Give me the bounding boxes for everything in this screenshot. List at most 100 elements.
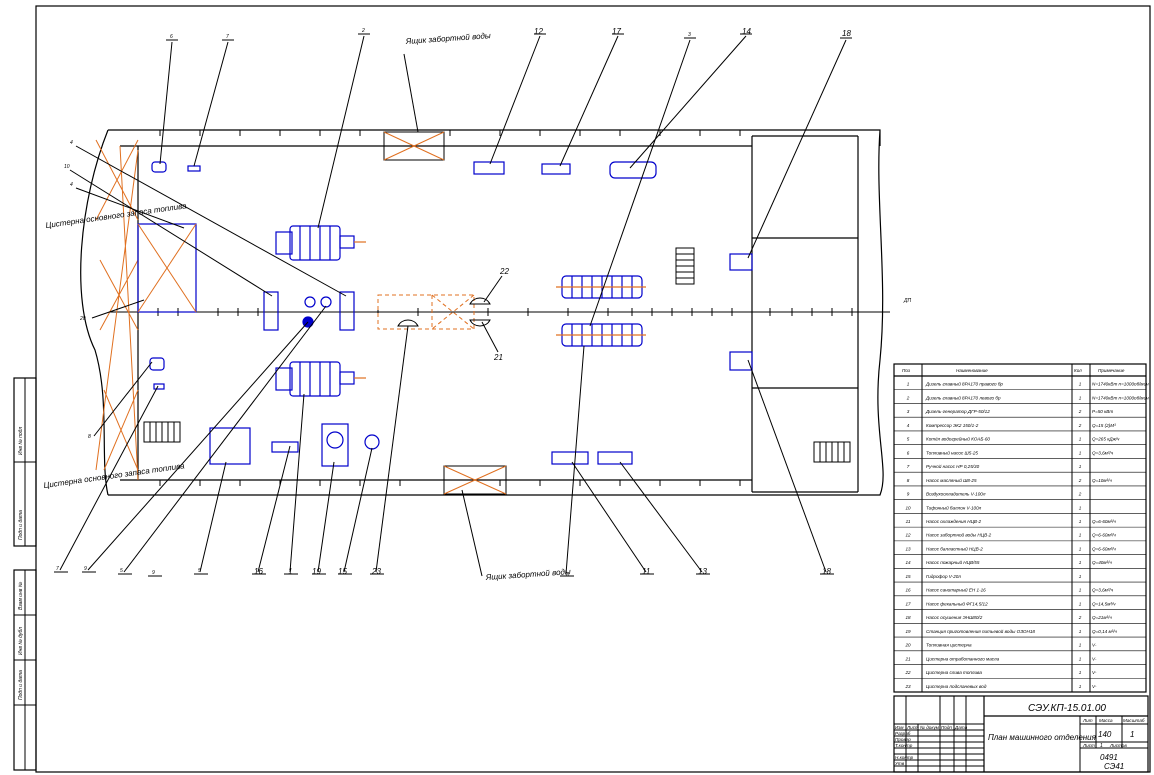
tb-razrab: Разраб bbox=[895, 731, 911, 736]
spec-cell: Q=6-60м³/ч bbox=[1092, 533, 1116, 538]
spec-cell: 1 bbox=[1079, 588, 1082, 593]
callout-bottom-9b: 9 bbox=[152, 570, 155, 576]
spec-cell: 2 bbox=[1078, 423, 1082, 428]
pumps-bottom-row bbox=[149, 351, 753, 467]
spec-cell: Насос осушения ЭНШ80/2 bbox=[926, 615, 983, 620]
spec-cell: N=1740кВт n=1000об/мин bbox=[1092, 395, 1149, 400]
spec-cell: 19 bbox=[905, 629, 911, 634]
callout-bottom-5: 5 bbox=[120, 568, 123, 574]
spec-header-name: Наименование bbox=[956, 368, 988, 373]
callout-top-18: 18 bbox=[842, 29, 851, 38]
tb-date: Дата bbox=[954, 725, 968, 730]
main-engine-1 bbox=[275, 361, 366, 397]
spec-cell: Дизель главный 8РА170 правого бр bbox=[925, 381, 1003, 387]
spec-cell: 1 bbox=[1079, 505, 1082, 510]
callout-left-10: 10 bbox=[64, 164, 70, 170]
side-stamp-strip: Инв № подл Подп и дата Взам инв № Инв № … bbox=[13, 377, 37, 771]
tb-lit: Лит bbox=[1082, 718, 1093, 723]
diesel-generator-3a bbox=[556, 275, 646, 299]
spec-cell: 20 bbox=[904, 643, 911, 648]
fuel-tank-20 bbox=[137, 223, 197, 313]
spec-cell: 2 bbox=[1078, 615, 1082, 620]
spec-cell: Q=265 кДж/ч bbox=[1092, 437, 1120, 442]
spec-cell: Q=14,5м³/ч bbox=[1092, 601, 1116, 606]
spec-table: 1 Дизель главный 8РА170 правого бр 1 N=1740… bbox=[893, 363, 1149, 693]
sea-chest-bottom bbox=[443, 465, 507, 495]
spec-cell: N=1740кВт n=1000об/мин bbox=[1092, 382, 1149, 387]
spec-cell: Котёл водогрейный КОАБ-60 bbox=[926, 436, 990, 442]
callout-mid-21: 21 bbox=[493, 353, 503, 362]
tb-utv: Утв bbox=[895, 761, 905, 766]
spec-cell: V- bbox=[1092, 670, 1097, 675]
callout-bottom-19: 19 bbox=[312, 567, 321, 576]
title-block: Изм Лист № докум Подп Дата Разраб Провер… bbox=[893, 695, 1149, 773]
tb-massa: Масса bbox=[1099, 718, 1113, 723]
spec-cell: Цистерна подсланевых вод bbox=[926, 684, 987, 689]
spec-cell: 5 bbox=[907, 437, 910, 442]
diesel-generator-3b bbox=[556, 323, 646, 347]
sea-chest-top bbox=[383, 131, 445, 161]
callout-bottom-7: 7 bbox=[56, 566, 59, 572]
spec-cell: Цистерна отработанного масла bbox=[926, 656, 1000, 661]
frame-ticks bbox=[159, 130, 741, 486]
drawing-scale: 1 bbox=[1130, 730, 1134, 739]
spec-cell: Q=3,6м³/ч bbox=[1092, 588, 1114, 593]
spec-cell: 1 bbox=[1079, 643, 1082, 648]
label-tank-bottom: Цистерна основного запаса топлива bbox=[43, 461, 186, 490]
spec-cell: 23 bbox=[904, 684, 911, 689]
callout-left-20: 20 bbox=[79, 316, 86, 322]
tb-sheets-lbl: Листов bbox=[1109, 743, 1127, 748]
callout-left-8: 8 bbox=[88, 434, 91, 440]
leader-lines bbox=[59, 35, 847, 577]
callout-bottom-18: 18 bbox=[822, 567, 831, 576]
spec-cell: Q=6-60м³/ч bbox=[1092, 519, 1116, 524]
callout-left-4b: 4 bbox=[70, 182, 73, 188]
side-stamp-2: Взам инв № bbox=[18, 581, 24, 610]
spec-cell: Q=40м³/ч bbox=[1092, 560, 1112, 565]
callout-top-2: 2 bbox=[361, 28, 365, 34]
spec-cell: 16 bbox=[905, 588, 911, 593]
spec-cell: Насос балластный НЦВ-2 bbox=[926, 545, 983, 551]
spec-cell: 1 bbox=[1079, 437, 1082, 442]
tb-sign: Подп bbox=[941, 725, 952, 730]
tb-list: Лист bbox=[906, 725, 919, 730]
spec-header-qty: Кол bbox=[1074, 368, 1082, 373]
spec-cell: 13 bbox=[905, 546, 911, 551]
callout-bottom-13: 13 bbox=[698, 567, 707, 576]
callout-mid-22: 22 bbox=[499, 267, 509, 276]
spec-cell: Насос пожарный НЦВ/55 bbox=[926, 559, 980, 565]
drawing-org: 0491 bbox=[1100, 753, 1118, 762]
spec-cell: 4 bbox=[907, 423, 910, 428]
side-stamp-1: Подп и дата bbox=[18, 510, 24, 540]
spec-cell: 15 bbox=[905, 574, 911, 579]
drawing-title: План машинного отделения bbox=[988, 733, 1097, 742]
spec-cell: Q=21м³/ч bbox=[1092, 615, 1112, 620]
callout-bottom-15: 15 bbox=[338, 567, 347, 576]
label-tank-top: Цистерна основного запаса топлива bbox=[45, 201, 188, 230]
tb-prover: Провер bbox=[895, 737, 911, 742]
spec-rows: 1 Дизель главный 8РА170 правого бр 1 N=1740… bbox=[894, 381, 1149, 689]
spec-cell: 11 bbox=[906, 519, 911, 524]
spec-cell: 1 bbox=[1079, 629, 1082, 634]
label-box-bottom: Ящик забортной воды bbox=[485, 567, 572, 582]
spec-cell: V- bbox=[1092, 656, 1097, 661]
spec-cell: 1 bbox=[1079, 670, 1082, 675]
callout-top-14: 14 bbox=[742, 27, 751, 36]
tb-doc: № докум bbox=[920, 725, 940, 730]
fuel-tank-hatch bbox=[95, 139, 139, 481]
tank-21-22 bbox=[377, 294, 491, 330]
spec-cell: Q=15 (2)М³ bbox=[1092, 423, 1116, 428]
spec-cell: Q=10м³/ч bbox=[1092, 478, 1112, 483]
spec-cell: Тифонный баллон V-100л bbox=[926, 504, 982, 510]
spec-cell: 2 bbox=[906, 395, 910, 400]
spec-cell: 8 bbox=[907, 478, 910, 483]
spec-cell: 1 bbox=[1079, 601, 1082, 606]
spec-cell: Насос охлаждения НЦВ-2 bbox=[926, 519, 982, 524]
spec-cell: 1 bbox=[1079, 533, 1082, 538]
spec-cell: 1 bbox=[1079, 656, 1082, 661]
spec-cell: 2 bbox=[1078, 409, 1082, 414]
spec-header-pos: Поз bbox=[902, 368, 911, 373]
callout-shelves bbox=[54, 33, 852, 577]
spec-cell: Станция приготовления питьевой воды ОЗОН… bbox=[926, 628, 1035, 634]
